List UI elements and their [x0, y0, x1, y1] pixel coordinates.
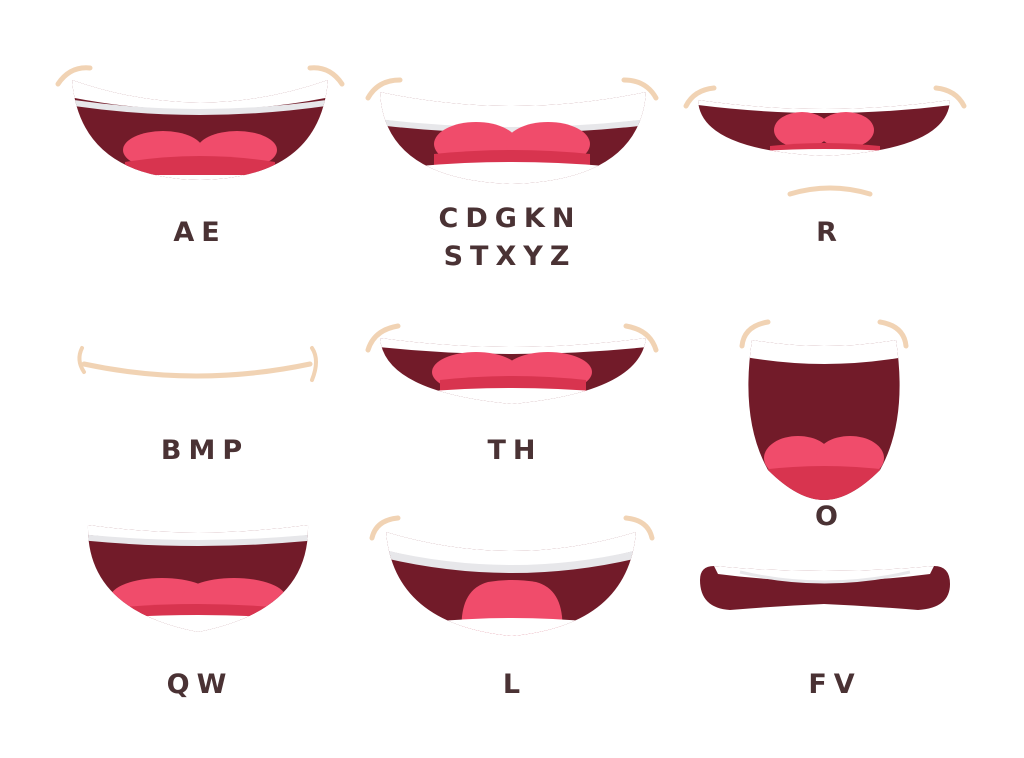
viseme-label-cdgkn-line2: STXYZ: [443, 241, 577, 272]
mouth-bmp-shape: [77, 346, 318, 382]
viseme-label-l: L: [502, 669, 528, 700]
mouth-cdgkn-shape: [365, 77, 659, 184]
mouth-ae-shape: [55, 65, 345, 180]
mouth-o-shape: [739, 319, 909, 500]
mouth-qw-shape: [87, 525, 309, 632]
mouth-r-shape: [683, 85, 967, 197]
viseme-label-r: R: [816, 217, 844, 248]
viseme-label-qw: QW: [166, 669, 234, 700]
mouth-fv-shape: [700, 566, 950, 610]
mouth-th-shape: [365, 323, 659, 404]
viseme-label-bmp: BMP: [160, 435, 250, 466]
viseme-label-o: O: [815, 501, 845, 532]
viseme-label-cdgkn-line1: CDGKN: [438, 203, 582, 234]
viseme-label-fv: FV: [808, 669, 862, 700]
viseme-label-th: TH: [487, 435, 543, 466]
viseme-label-ae: AE: [173, 217, 227, 248]
mouth-l-shape: [369, 515, 655, 636]
